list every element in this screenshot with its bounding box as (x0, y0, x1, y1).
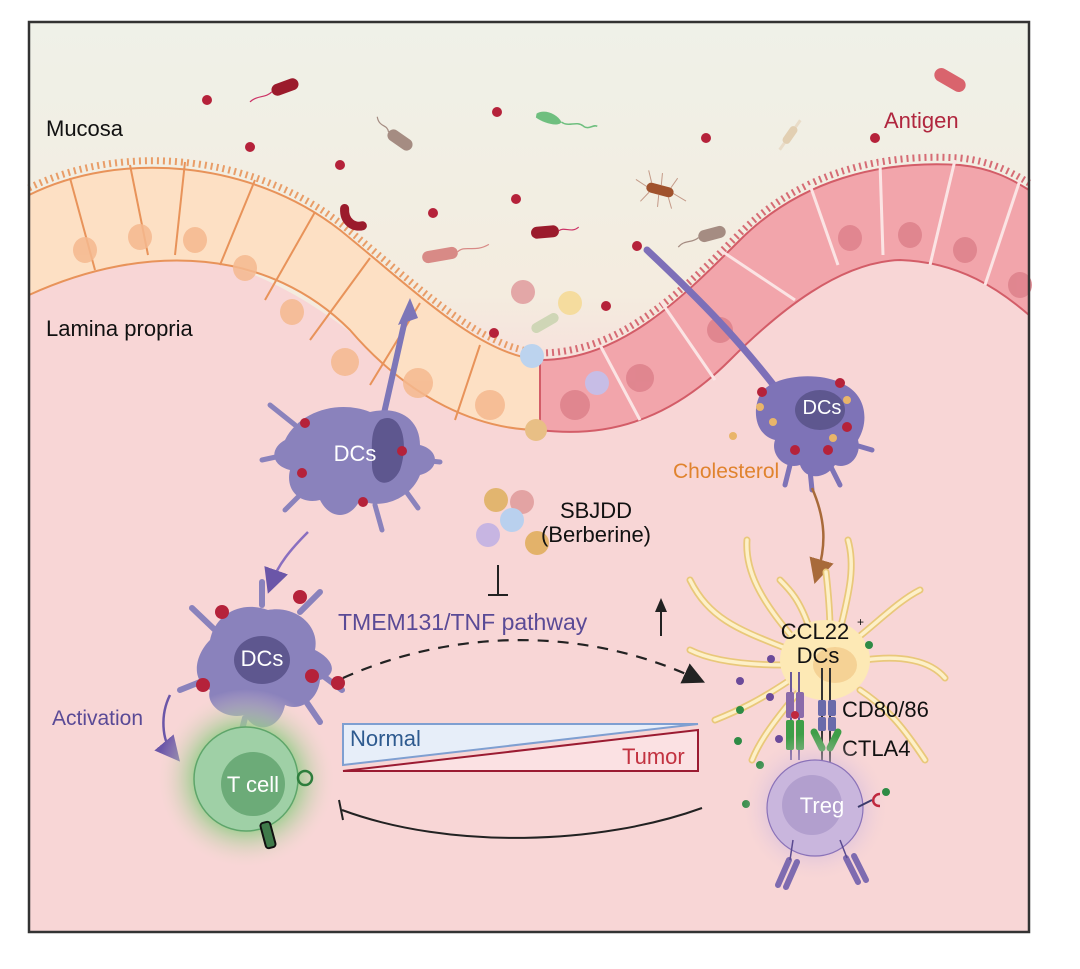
activation-label: Activation (52, 707, 143, 730)
pathway-label: TMEM131/TNF pathway (338, 609, 588, 635)
sbjdd-compound-cluster (476, 488, 549, 555)
treg-label: Treg (800, 793, 844, 818)
dc-label-upper-left: DCs (334, 441, 377, 466)
bacterium (422, 243, 490, 264)
lamina-propria-label: Lamina propria (46, 316, 194, 341)
bacterium (778, 119, 802, 151)
dc-cell-upper-right: DCs (729, 376, 875, 493)
t-cell-marker-icon (259, 820, 277, 850)
t-cell-label: T cell (227, 772, 279, 797)
dc-migration-arrow (264, 531, 309, 594)
dc-label-upper-right: DCs (803, 397, 842, 419)
bacterium (249, 78, 299, 103)
normal-wedge (342, 723, 699, 767)
dc-conversion-dashed-arrow (342, 639, 705, 684)
bacterium (934, 68, 966, 92)
inhibition-arrow-drug (488, 565, 508, 596)
tumor-label: Tumor (622, 744, 685, 769)
ccl22-superscript: + (857, 615, 864, 629)
drug-label-compound: (Berberine) (541, 522, 651, 547)
mucosa-label: Mucosa (46, 116, 124, 141)
bacterium (635, 170, 687, 209)
antigen-particles (202, 95, 880, 338)
normal-label: Normal (350, 726, 421, 751)
normal-tumor-gradient: Normal Tumor (342, 723, 699, 772)
dc-dendrite-right (643, 246, 789, 404)
tumor-epithelium (539, 153, 1032, 433)
bacterium (340, 204, 367, 231)
bacterium (531, 225, 580, 239)
dc-label-lower: DCs (241, 646, 284, 671)
bacteria (249, 68, 966, 264)
normal-epithelium (27, 157, 541, 432)
ccl22-dc-label: DCs (797, 643, 840, 668)
cd80-86-label: CD80/86 (842, 697, 929, 722)
antigen-label: Antigen (884, 108, 959, 133)
bacterium (376, 116, 413, 151)
upregulation-arrow (655, 598, 667, 636)
bacterium (535, 111, 598, 129)
tumor-wedge (342, 728, 699, 772)
ccl22-label: CCL22 (781, 619, 849, 644)
bacterium (677, 225, 726, 248)
t-cell: T cell (156, 689, 336, 869)
drug-label-name: SBJDD (560, 498, 632, 523)
dc-cell-upper-left: DCs (259, 402, 443, 533)
t-cell-receptor-icon (296, 769, 314, 787)
ccl22-dc-cell: CCL22 + DCs (686, 536, 949, 808)
figure-frame (27, 20, 1031, 934)
treg-cell: Treg (740, 733, 890, 890)
treg-inhibition-arrow (338, 799, 703, 839)
cholesterol-arrow (809, 487, 834, 584)
metabolite-spheres (511, 280, 609, 441)
cholesterol-label: Cholesterol (673, 460, 779, 483)
